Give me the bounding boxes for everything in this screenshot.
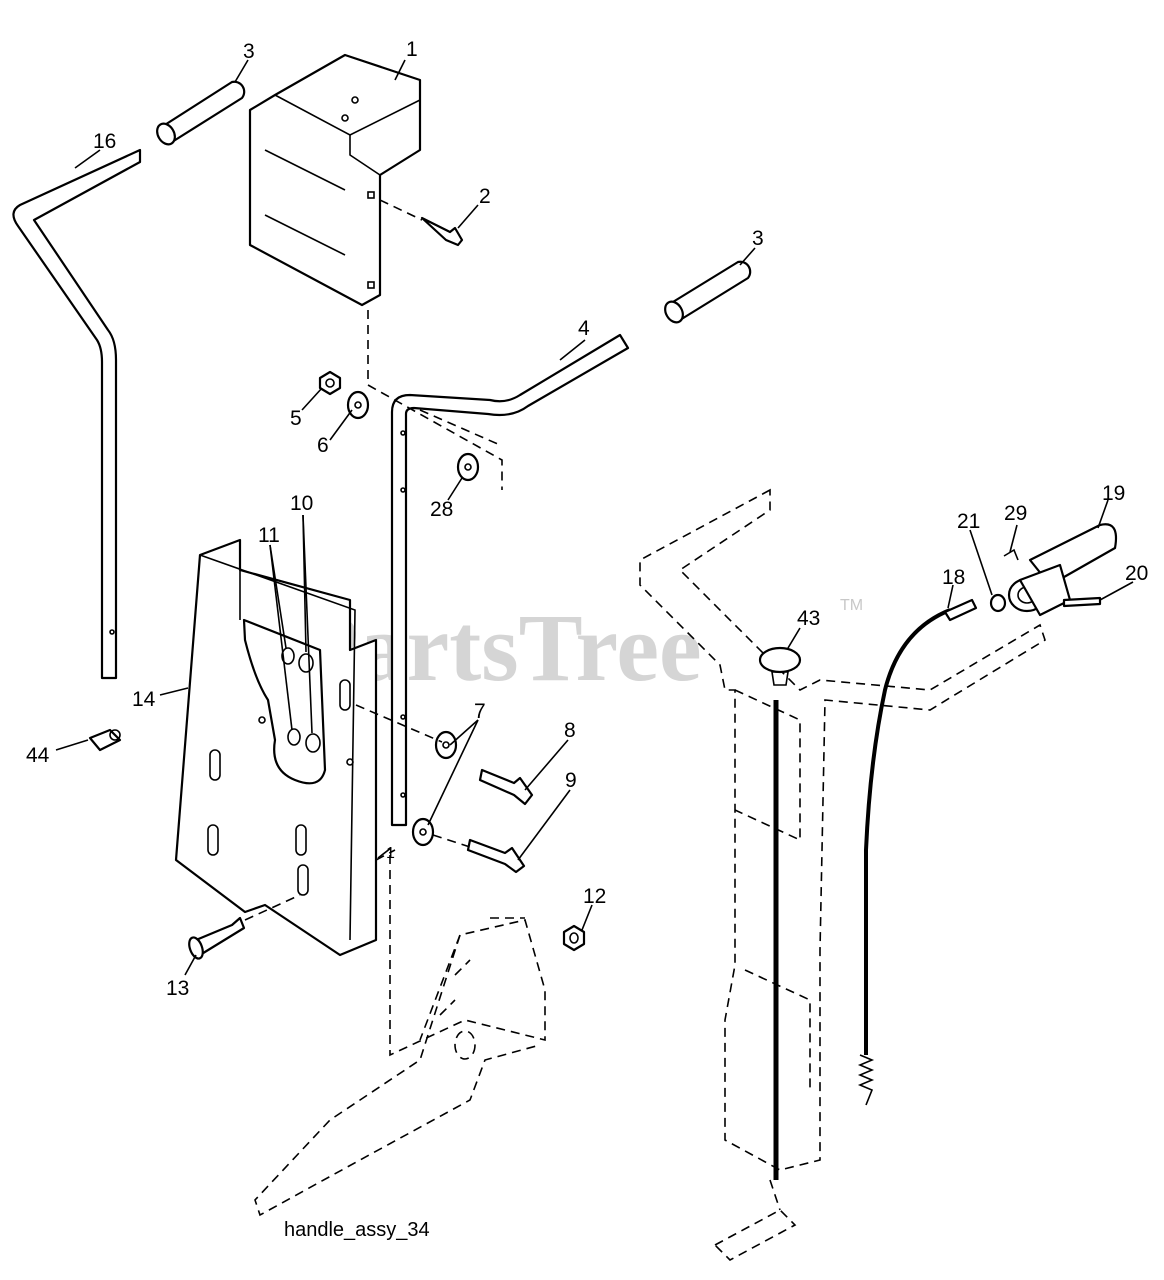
callout-14: 14 xyxy=(132,688,156,711)
callout-7: 7 xyxy=(474,700,486,723)
callout-5: 5 xyxy=(290,407,302,430)
part-clip-29 xyxy=(1003,548,1019,561)
callout-1: 1 xyxy=(406,38,418,61)
part-handle-right xyxy=(390,333,630,827)
callout-1-lower: 1 xyxy=(386,845,395,862)
part-bolt-13 xyxy=(188,894,301,960)
callout-9: 9 xyxy=(565,769,577,792)
part-grip-left xyxy=(156,80,246,146)
callout-leaders xyxy=(55,59,1134,976)
part-cable-18 xyxy=(857,598,978,1106)
part-pin-20 xyxy=(1062,596,1102,608)
callout-10: 10 xyxy=(290,492,313,515)
part-spring-21 xyxy=(989,593,1007,613)
callout-44: 44 xyxy=(26,744,50,767)
part-nut-12 xyxy=(562,924,586,952)
callout-11: 11 xyxy=(258,524,280,547)
part-bolt-2 xyxy=(379,199,464,247)
part-bolt-8 xyxy=(478,768,534,806)
watermark-trademark: TM xyxy=(840,597,863,614)
part-clip-44 xyxy=(88,728,122,752)
callout-2: 2 xyxy=(479,185,491,208)
part-washer-7a xyxy=(434,730,458,760)
frame-outline-right xyxy=(639,488,1046,1261)
callout-8: 8 xyxy=(564,719,576,742)
callout-20: 20 xyxy=(1125,562,1148,585)
deck-outline-left xyxy=(254,855,546,1217)
part-washer-6 xyxy=(346,390,370,420)
part-nut-5 xyxy=(318,370,342,396)
part-washer-7b xyxy=(411,817,435,847)
part-handle-left xyxy=(12,148,142,680)
callout-29: 29 xyxy=(1004,502,1027,525)
part-control-box xyxy=(248,53,422,307)
callout-3-right: 3 xyxy=(752,227,764,250)
callout-43: 43 xyxy=(797,607,820,630)
part-washer-28 xyxy=(456,452,480,482)
callout-16: 16 xyxy=(93,130,116,153)
part-bolt-9 xyxy=(466,838,526,874)
callout-28: 28 xyxy=(430,498,453,521)
callout-12: 12 xyxy=(583,885,606,908)
part-knob-43 xyxy=(758,646,802,686)
callout-19: 19 xyxy=(1102,482,1125,505)
callout-3-left: 3 xyxy=(243,40,255,63)
callout-21: 21 xyxy=(957,510,980,533)
callout-18: 18 xyxy=(942,566,965,589)
callout-6: 6 xyxy=(317,434,329,457)
part-grip-right xyxy=(664,260,752,324)
diagram-caption: handle_assy_34 xyxy=(284,1219,430,1241)
callout-4: 4 xyxy=(578,317,590,340)
part-mounting-plate xyxy=(174,538,378,957)
callout-13: 13 xyxy=(166,977,189,1000)
